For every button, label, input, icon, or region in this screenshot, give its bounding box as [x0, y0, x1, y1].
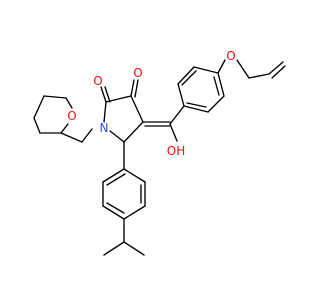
- lactam-nitrogen-label: N: [100, 121, 109, 135]
- lower-benzene-ring: [102, 141, 146, 220]
- ketone-oxygen-label: O: [93, 74, 102, 88]
- isopropyl-group: [103, 218, 145, 256]
- carbonyl-bonds: [100, 79, 139, 103]
- upper-benzene-ring: [177, 66, 225, 113]
- pyrrolidine-ring: [103, 95, 144, 143]
- tetrahydrofuran-ring: [33, 95, 73, 134]
- allyloxy-chain: [217, 59, 286, 79]
- molecule-diagram: O O O O N OH: [33, 49, 286, 256]
- enol-group: [142, 105, 185, 142]
- enol-hydroxyl-label: OH: [167, 144, 185, 158]
- ether-oxygen-label: O: [226, 49, 235, 63]
- ketone-oxygen-label: O: [133, 66, 142, 80]
- methylene-linker: [60, 128, 93, 143]
- molecule-structure: O O O O N OH: [33, 49, 286, 256]
- ring-oxygen-label: O: [67, 109, 76, 123]
